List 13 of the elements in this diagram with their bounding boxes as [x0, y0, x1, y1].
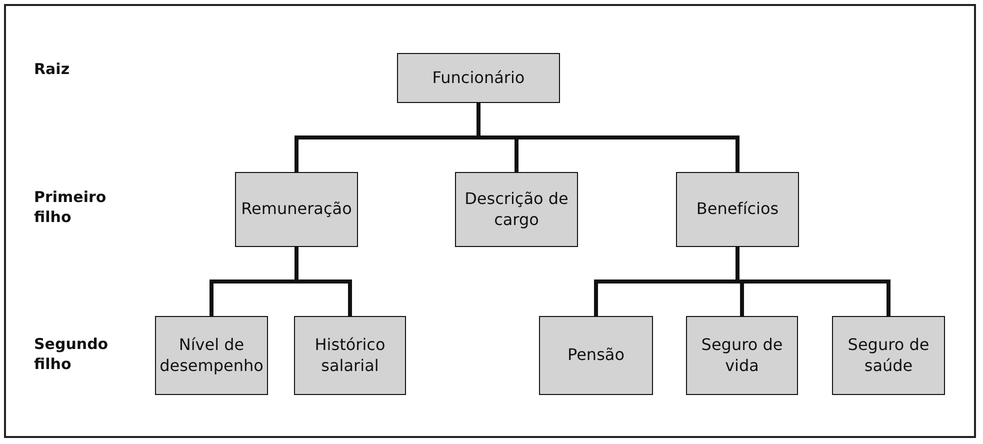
- tree-node-box: Seguro de saúde: [832, 316, 945, 395]
- tree-node-box: Funcionário: [397, 53, 560, 103]
- level-label: Segundo filho: [34, 335, 110, 374]
- connector-line: [476, 103, 740, 172]
- tree-node-box: Pensão: [539, 316, 653, 395]
- tree-node-box: Descrição de cargo: [455, 172, 578, 247]
- level-label: Raiz: [34, 60, 71, 80]
- tree-node-box: Seguro de vida: [686, 316, 798, 395]
- tree-node-box: Histórico salarial: [294, 316, 406, 395]
- tree-node-box: Benefícios: [676, 172, 799, 247]
- tree-node-box: Remuneração: [235, 172, 358, 247]
- level-label: Primeiro filho: [34, 188, 108, 227]
- tree-node-box: Nível de desempenho: [155, 316, 268, 395]
